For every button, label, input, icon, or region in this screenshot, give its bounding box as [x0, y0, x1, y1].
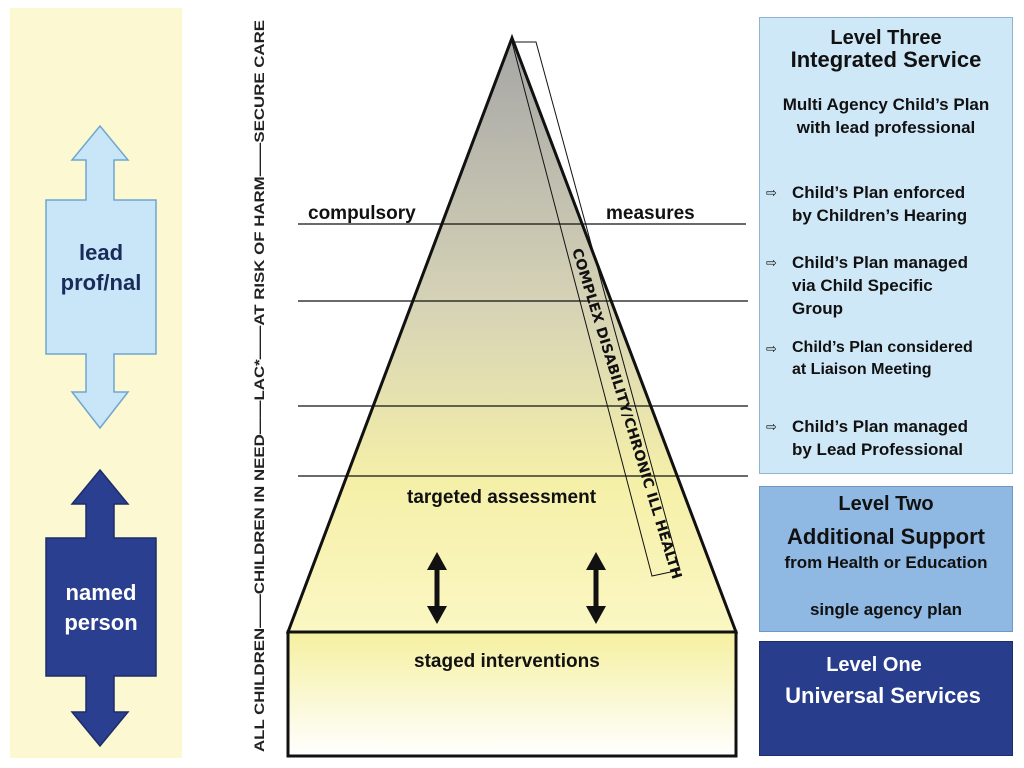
arrow-bullet-icon: ⇨ [766, 185, 777, 200]
level-three-name: Integrated Service [790, 47, 982, 72]
named-person-label: named person [46, 578, 156, 638]
list-item: ⇨ Child’s Plan managed via Child Specific… [766, 251, 1008, 320]
level-two-plan: single agency plan [809, 600, 963, 619]
level-two-name: Additional Support [787, 524, 985, 549]
lead-professional-label: lead prof/nal [46, 238, 156, 298]
level-two-title: Level Two [838, 493, 934, 515]
staged-interventions-label: staged interventions [414, 651, 600, 672]
level-three-sub-line2: with lead professional [796, 118, 976, 137]
item1-line2: by Children’s Hearing [792, 206, 968, 225]
level-one-title: Level One [826, 654, 922, 676]
named-label-line1: named [65, 580, 137, 605]
double-arrow-right-icon [586, 552, 606, 624]
level-three-box: Level Three Integrated Service Multi Age… [759, 17, 1013, 474]
item4-line2: by Lead Professional [792, 440, 963, 459]
arrow-bullet-icon: ⇨ [766, 419, 777, 434]
list-item: ⇨ Child’s Plan managed by Lead Profession… [766, 415, 1008, 461]
lead-professional-arrow [45, 124, 157, 430]
item2-line2: via Child Specific [792, 276, 933, 295]
named-label-line2: person [64, 610, 138, 635]
level-one-box: Level One Universal Services [759, 641, 1013, 756]
item3-line2: at Liaison Meeting [792, 361, 932, 378]
arrow-bullet-icon: ⇨ [766, 341, 777, 356]
targeted-assessment-label: targeted assessment [407, 487, 597, 508]
item3-line1: Child’s Plan considered [792, 339, 973, 356]
item4-line1: Child’s Plan managed [792, 417, 969, 436]
lead-label-line2: prof/nal [60, 270, 142, 295]
item1-line1: Child’s Plan enforced [792, 183, 966, 202]
level-two-sub: from Health or Education [784, 553, 988, 572]
compulsory-label: compulsory [308, 203, 416, 224]
item2-line3: Group [792, 299, 843, 318]
list-item: ⇨ Child’s Plan enforced by Children’s Hea… [766, 181, 1008, 227]
arrow-bullet-icon: ⇨ [766, 255, 777, 270]
complex-disability-band [511, 41, 681, 577]
list-item: ⇨ Child’s Plan considered at Liaison Meet… [766, 337, 1008, 381]
level-one-name: Universal Services [785, 683, 981, 708]
item2-line1: Child’s Plan managed [792, 253, 969, 272]
measures-label: measures [606, 203, 695, 224]
lead-label-line1: lead [78, 240, 124, 265]
double-arrow-left-icon [427, 552, 447, 624]
scale-label: ALL CHILDREN——CHILDREN IN NEED——LAC*——AT… [251, 20, 267, 752]
named-person-arrow [45, 468, 157, 748]
level-two-box: Level Two Additional Support from Health… [759, 486, 1013, 632]
pyramid-base [286, 630, 738, 758]
level-three-sub-line1: Multi Agency Child’s Plan [782, 95, 990, 114]
level-three-title: Level Three [830, 27, 942, 49]
